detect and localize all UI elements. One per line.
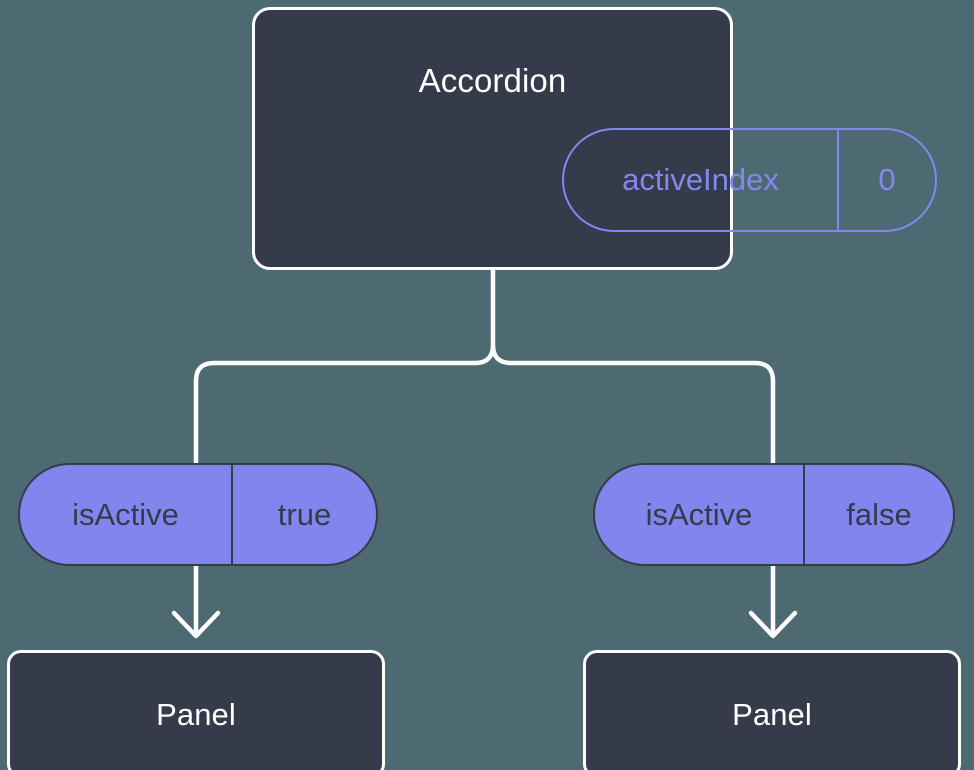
arrow-down-icon-right (748, 566, 798, 639)
prop-badge-key: isActive (72, 496, 179, 532)
prop-badge-value: true (231, 465, 376, 564)
panel-node-title: Panel (732, 697, 812, 732)
state-badge-key: activeIndex (622, 162, 779, 197)
state-badge-value: 0 (837, 130, 935, 230)
prop-badge-value: false (803, 465, 953, 564)
arrow-down-icon-left (171, 566, 221, 639)
prop-badge-is-active-false[interactable]: isActive false (593, 463, 955, 566)
state-badge-active-index[interactable]: activeIndex 0 (562, 128, 937, 232)
branch-line-right (490, 344, 776, 463)
accordion-node-title: Accordion (418, 62, 567, 99)
branch-line-left (193, 344, 496, 463)
panel-node-left[interactable]: Panel (7, 650, 385, 770)
panel-node-title: Panel (156, 697, 236, 732)
prop-badge-key: isActive (645, 496, 753, 532)
prop-badge-is-active-true[interactable]: isActive true (18, 463, 378, 566)
panel-node-right[interactable]: Panel (583, 650, 961, 770)
accordion-node[interactable]: Accordion activeIndex 0 (252, 7, 937, 270)
